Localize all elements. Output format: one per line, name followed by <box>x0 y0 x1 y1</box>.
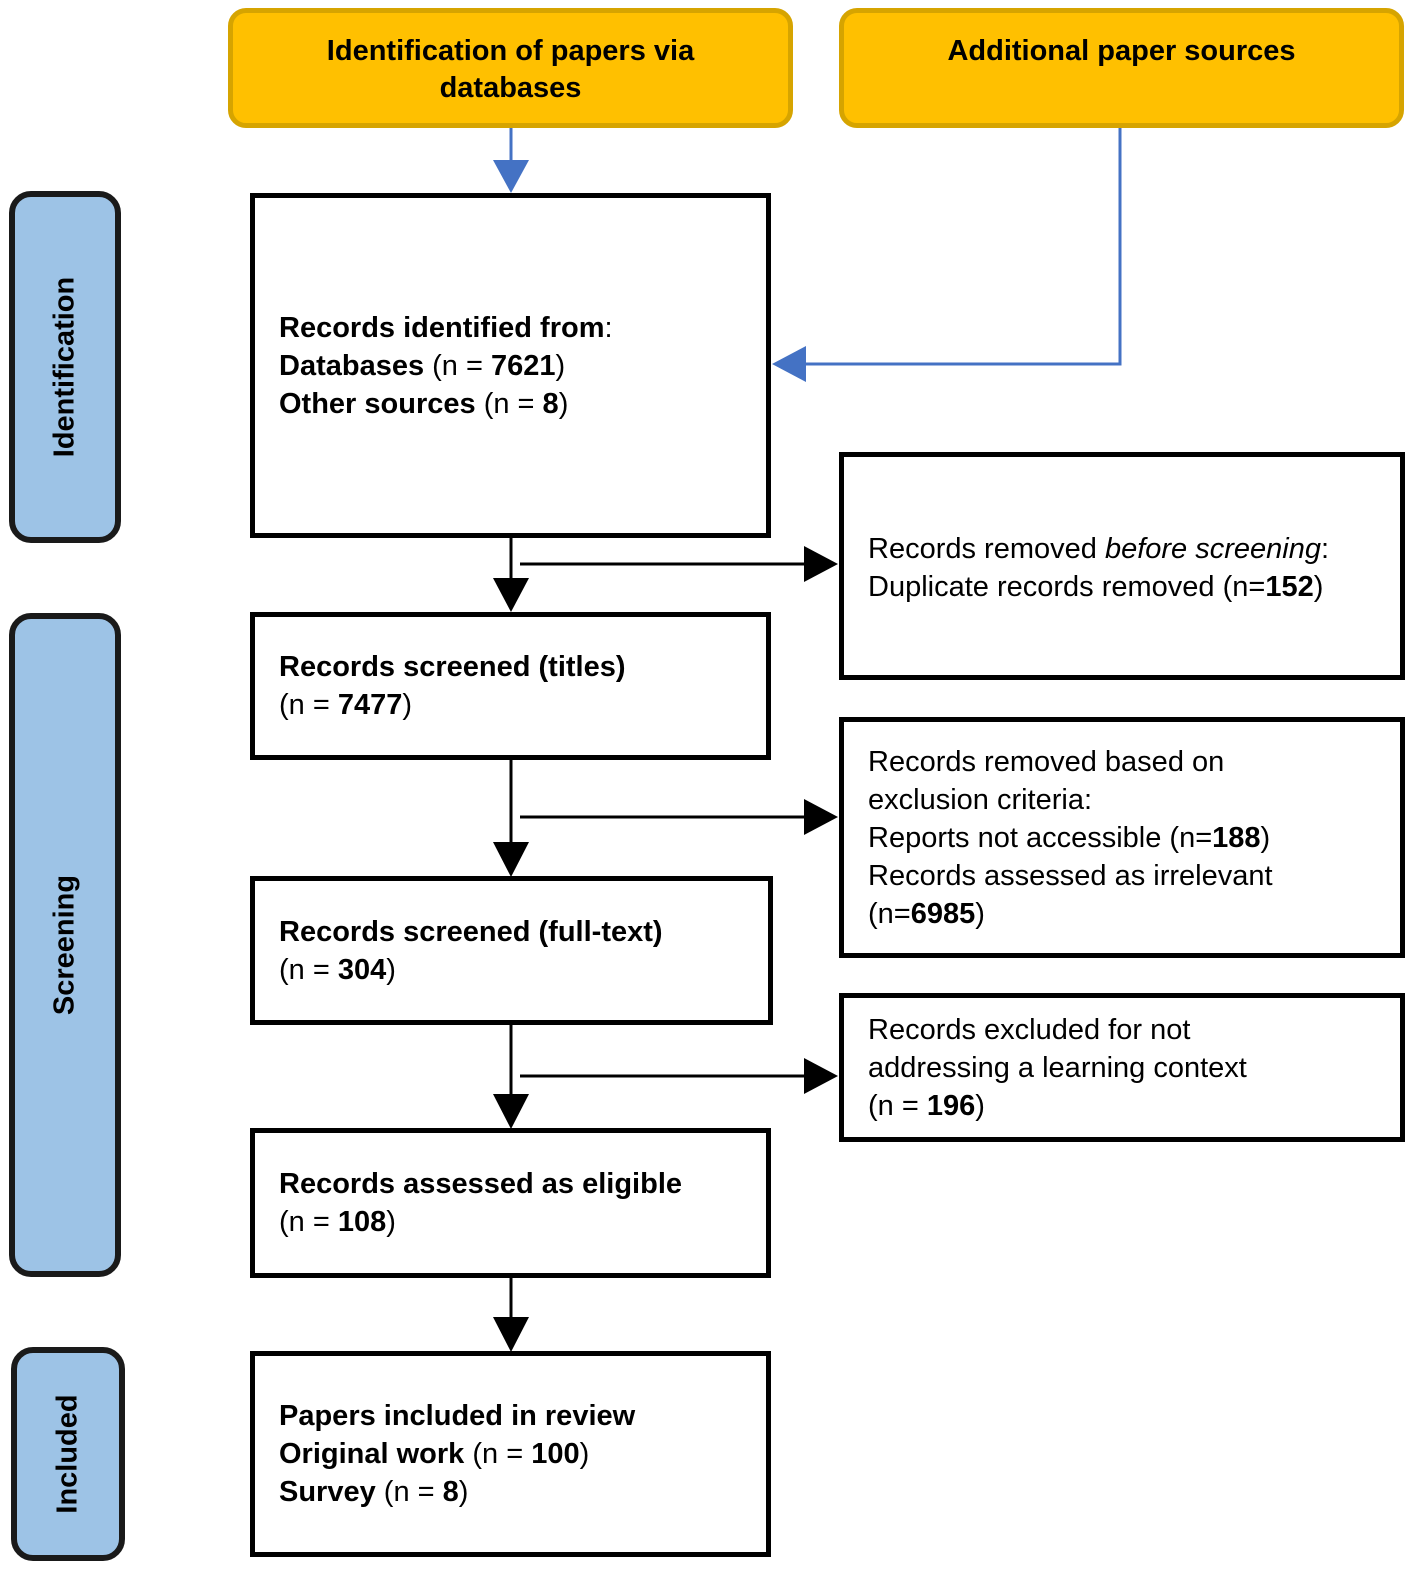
phase-included: Included <box>11 1347 125 1561</box>
arrowhead-databases <box>493 160 529 193</box>
arrowhead-fulltext <box>493 842 529 877</box>
excluded-context-line3: (n = 196) <box>868 1089 985 1122</box>
arrow-additional-to-identified <box>806 126 1122 366</box>
source-additional-label: Additional paper sources <box>947 35 1296 67</box>
records-screened-titles-box: Records screened (titles) (n = 7477) <box>250 612 771 760</box>
removed-exclusion-line1: Records removed based on <box>868 745 1225 778</box>
records-removed-exclusion-box: Records removed based on exclusion crite… <box>839 717 1405 958</box>
arrowhead-removed-exclusion <box>804 799 838 835</box>
records-removed-before-box: Records removed before screening: Duplic… <box>839 452 1405 680</box>
records-identified-heading: Records identified from: <box>279 311 613 344</box>
eligible-count: (n = 108) <box>279 1206 396 1238</box>
excluded-context-line1: Records excluded for not <box>868 1013 1191 1046</box>
phase-identification: Identification <box>9 191 121 543</box>
records-excluded-context-box: Records excluded for not addressing a le… <box>839 993 1405 1142</box>
arrowhead-titles <box>493 578 529 612</box>
included-original: Original work (n = 100) <box>279 1438 590 1470</box>
removed-before-line1: Records removed before screening: <box>868 533 1330 565</box>
phase-screening: Screening <box>9 613 121 1277</box>
screened-titles-heading: Records screened (titles) <box>279 651 626 683</box>
arrowhead-excluded-context <box>804 1058 838 1094</box>
screened-fulltext-heading: Records screened (full-text) <box>279 915 663 948</box>
phase-screening-label: Screening <box>48 874 81 1016</box>
included-survey: Survey (n = 8) <box>279 1476 469 1508</box>
phase-included-label: Included <box>51 1394 84 1514</box>
screened-fulltext-count: (n = 304) <box>279 953 396 986</box>
arrowhead-included <box>493 1317 529 1352</box>
removed-exclusion-line5: (n=6985) <box>868 897 985 930</box>
arrowhead-additional <box>772 346 806 382</box>
source-databases-label: Identification of papers via databases <box>326 35 695 104</box>
phase-identification-label: Identification <box>48 276 81 458</box>
records-eligible-box: Records assessed as eligible (n = 108) <box>250 1128 771 1278</box>
records-screened-fulltext-box: Records screened (full-text) (n = 304) <box>250 876 773 1025</box>
included-heading: Papers included in review <box>279 1400 636 1432</box>
removed-exclusion-line4: Records assessed as irrelevant <box>868 859 1273 892</box>
records-identified-box: Records identified from: Databases (n = … <box>250 193 771 538</box>
removed-before-line2: Duplicate records removed (n=152) <box>868 571 1324 603</box>
removed-exclusion-line3: Reports not accessible (n=188) <box>868 821 1271 854</box>
records-identified-databases: Databases (n = 7621) <box>279 349 566 382</box>
eligible-heading: Records assessed as eligible <box>279 1168 682 1200</box>
records-identified-other: Other sources (n = 8) <box>279 387 569 420</box>
excluded-context-line2: addressing a learning context <box>868 1051 1247 1084</box>
arrowhead-eligible <box>493 1094 529 1129</box>
source-additional-box: Additional paper sources <box>839 8 1404 128</box>
papers-included-box: Papers included in review Original work … <box>250 1351 771 1557</box>
source-databases-box: Identification of papers via databases <box>228 8 793 128</box>
screened-titles-count: (n = 7477) <box>279 689 413 721</box>
arrowhead-removed-before <box>804 546 838 582</box>
removed-exclusion-line2: exclusion criteria: <box>868 783 1093 816</box>
